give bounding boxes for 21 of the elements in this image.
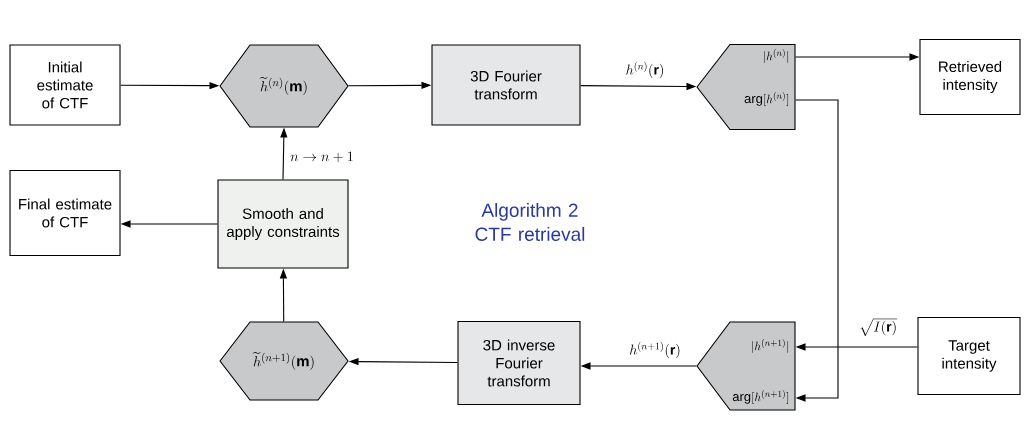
process-box: Final estimate of CTF [9, 169, 121, 257]
pentagon [696, 43, 796, 131]
formula-label: $|h^{(n)}|$ [764, 48, 789, 64]
arrow [795, 99, 839, 402]
hexagon: $\widetilde{h}^{(n+1)}(\mathbf{m})$ [219, 321, 349, 401]
process-box: Initial estimate of CTF [9, 44, 121, 126]
formula-label: $\arg[h^{(n)}]$ [744, 91, 789, 107]
formula-label: $\arg[h^{(n+1)}]$ [732, 389, 789, 405]
edge-label: $h^{(n+1)}(\mathbf{r})$ [628, 340, 682, 360]
title: Algorithm 2 CTF retrieval [475, 203, 585, 241]
edge-label: $n \to n+1$ [289, 150, 355, 164]
hexagon: $\widetilde{h}^{(n)}(\mathbf{m})$ [219, 44, 349, 128]
process-box: Target intensity [917, 316, 1021, 396]
process-box: Smooth and apply constraints [217, 179, 349, 269]
process-box: Retrieved intensity [919, 38, 1021, 116]
edge-label: $\sqrt{I(\mathbf{r})}$ [857, 317, 899, 337]
process-box: 3D inverse Fourier transform [457, 320, 581, 406]
process-box: 3D Fourier transform [431, 44, 581, 126]
formula-label: $|h^{(n+1)}|$ [752, 338, 789, 354]
pentagon [696, 321, 796, 411]
edge-label: $h^{(n)}(\mathbf{r})$ [624, 60, 666, 80]
